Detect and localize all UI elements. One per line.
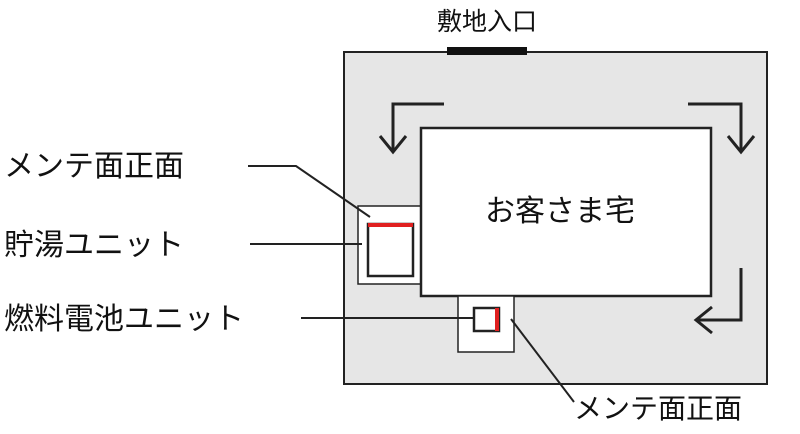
leader-maintenance-bottom xyxy=(510,318,575,403)
storage-unit-maintenance-face xyxy=(368,223,413,227)
maintenance-face-top-label: メンテ面正面 xyxy=(4,149,184,184)
arrow-top-right-icon xyxy=(688,102,756,155)
house xyxy=(419,126,713,298)
fuel-cell-unit-label: 燃料電池ユニット xyxy=(4,302,244,337)
storage-unit-label: 貯湯ユニット xyxy=(4,228,184,263)
leader-maintenance-top xyxy=(248,165,371,218)
arrow-bottom-right-icon xyxy=(693,268,743,335)
fuel-cell-unit-maintenance-face xyxy=(495,308,499,331)
maintenance-face-bottom-label: メンテ面正面 xyxy=(574,392,742,425)
storage-unit xyxy=(366,222,415,278)
arrow-top-left-icon xyxy=(378,102,444,155)
house-label: お客さま宅 xyxy=(485,194,635,229)
site-entrance-marker xyxy=(447,47,527,55)
site-entrance-label: 敷地入口 xyxy=(437,7,537,36)
